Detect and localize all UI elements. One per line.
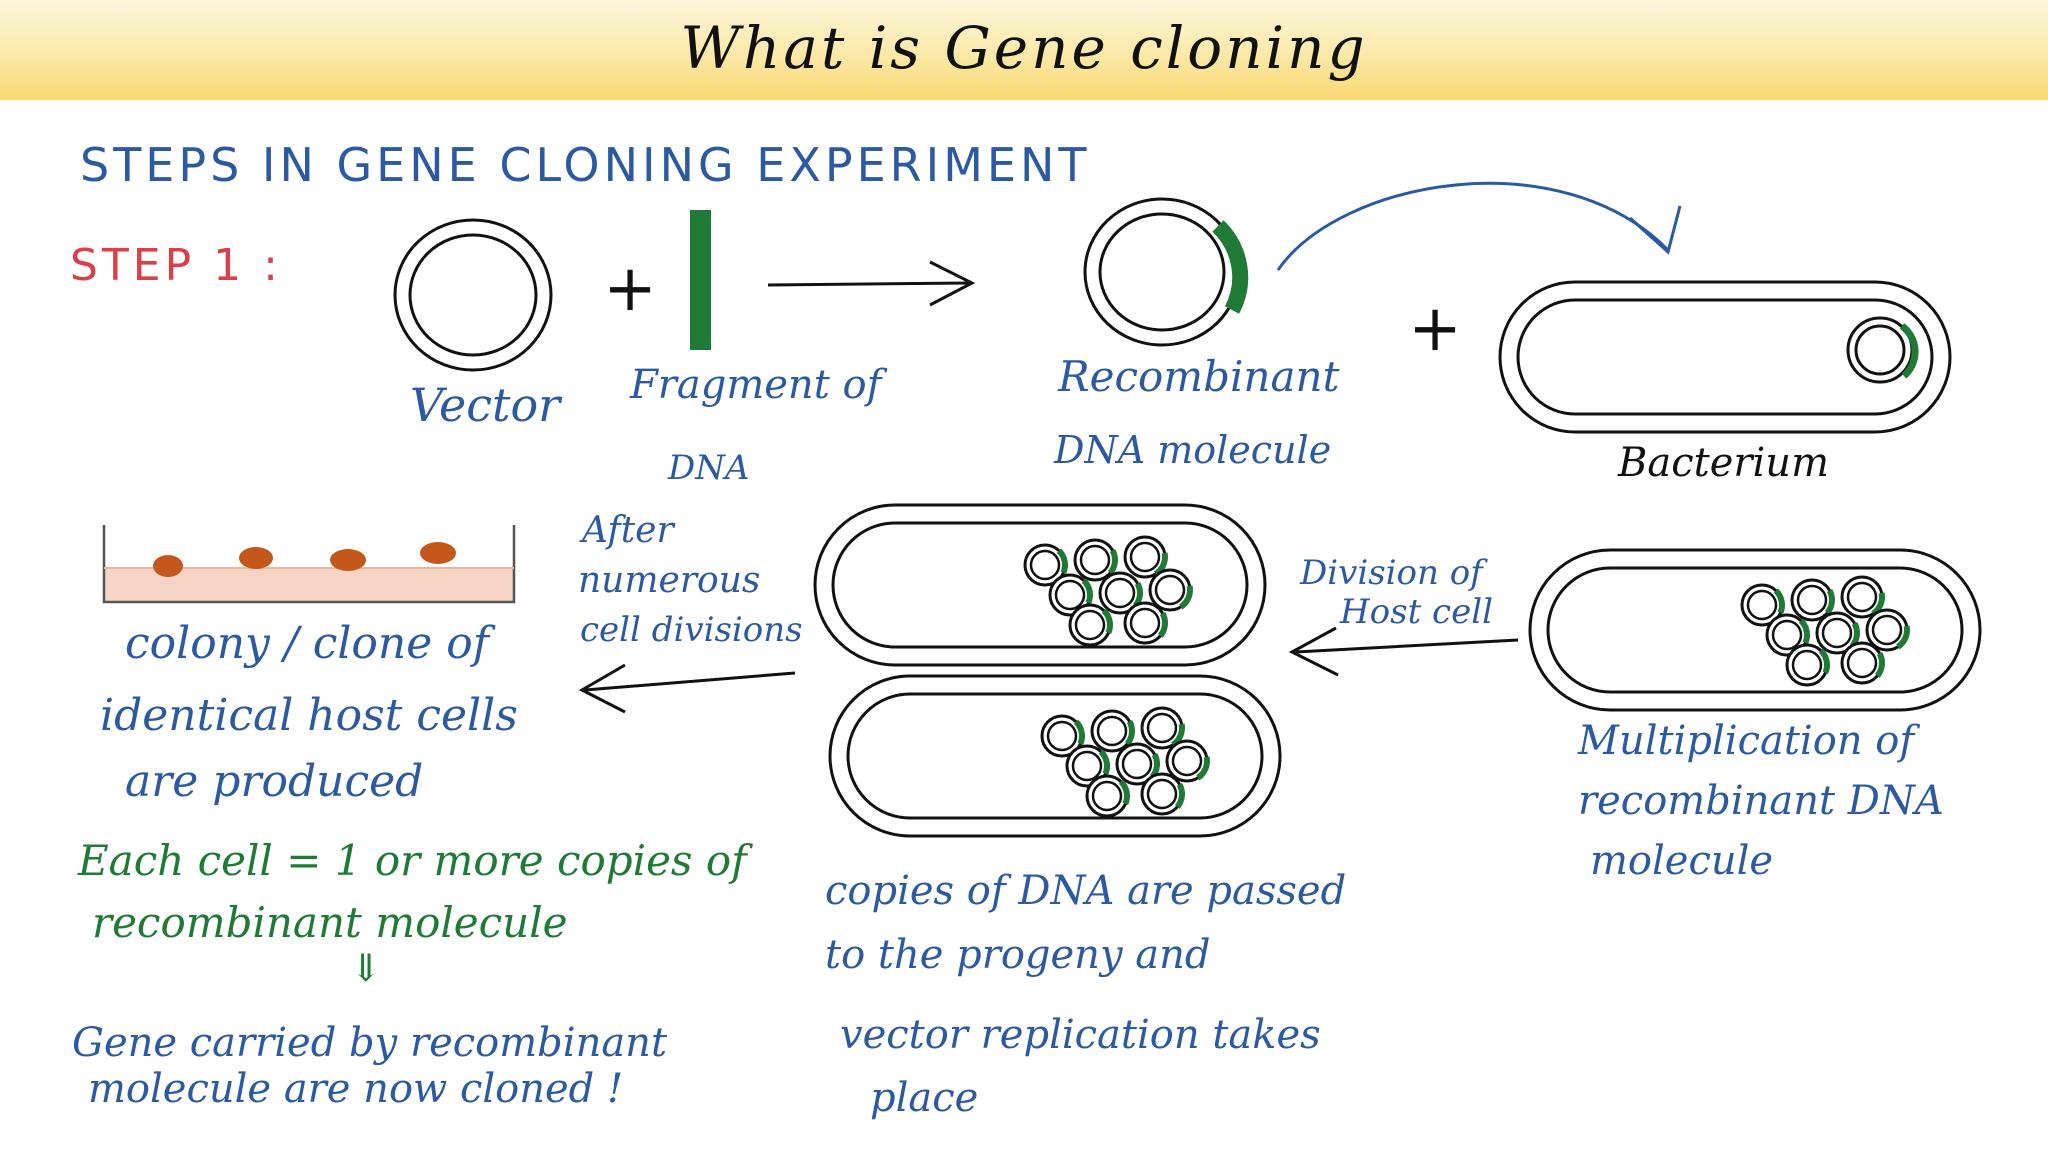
recombinant-label-line2: DNA molecule <box>1054 428 1332 472</box>
plasmid-ring-inner <box>1129 541 1161 573</box>
dna-insert <box>1818 648 1830 674</box>
each-cell-text-line1: Each cell = 1 or more copies of <box>78 836 747 885</box>
plasmid-ring-inner <box>1054 579 1086 611</box>
after-divisions-line1: After <box>582 510 674 551</box>
section-heading: STEPS IN GENE CLONING EXPERIMENT <box>80 138 1091 192</box>
plasmid-ring-inner <box>1771 619 1803 651</box>
dna-insert <box>1824 588 1835 615</box>
plasmid-ring-inner <box>1846 581 1878 613</box>
plus-sign-2: + <box>1408 292 1462 366</box>
dna-insert <box>1157 611 1168 638</box>
gene-cloned-text-line2: molecule are now cloned ! <box>88 1066 624 1112</box>
dna-insert <box>1098 749 1110 775</box>
dna-insert <box>1178 585 1193 610</box>
arrow-to-dividing-cells <box>1288 626 1519 677</box>
plasmid-ring-inner <box>1129 607 1161 639</box>
plasmid-ring-inner <box>1091 780 1123 812</box>
dna-insert <box>1195 756 1210 781</box>
dna-insert <box>1124 719 1135 746</box>
fragment-label-line2: DNA <box>668 448 750 488</box>
plasmid-ring-inner <box>1096 715 1128 747</box>
arrow-to-colony <box>578 663 796 714</box>
dna-insert <box>1798 618 1810 644</box>
plasmid-ring-inner <box>1791 649 1823 681</box>
dna-insert <box>1081 578 1093 604</box>
down-arrow-icon: ⇓ <box>350 946 382 990</box>
after-divisions-line3: cell divisions <box>580 610 803 650</box>
plasmid-ring-inner <box>1071 750 1103 782</box>
colony-text-line3: are produced <box>125 756 424 807</box>
gene-cloned-text-line1: Gene carried by recombinant <box>72 1020 668 1066</box>
plasmid-cluster-top <box>1023 535 1193 647</box>
colony-text-line2: identical host cells <box>100 690 518 741</box>
copies-text-line1: copies of DNA are passed <box>825 868 1347 914</box>
division-label-line2: Host cell <box>1340 592 1493 632</box>
dividing-cell-top <box>813 503 1267 667</box>
plasmid-cluster-bottom <box>1040 706 1210 818</box>
plasmid-ring-inner <box>1104 577 1136 609</box>
copies-text-line4: place <box>870 1075 979 1121</box>
copies-text-line3: vector replication takes <box>840 1012 1321 1058</box>
after-divisions-line2: numerous <box>578 560 761 601</box>
plasmid-ring-inner <box>1046 720 1078 752</box>
plasmid-ring-inner <box>1796 584 1828 616</box>
multiplication-label-line2: recombinant DNA <box>1578 778 1944 824</box>
division-label-line1: Division of <box>1300 553 1483 593</box>
dna-insert <box>1107 548 1118 575</box>
each-cell-text-line2: recombinant molecule <box>92 898 568 947</box>
copies-text-line2: to the progeny and <box>825 932 1211 978</box>
plasmid-ring-inner <box>1074 609 1106 641</box>
dna-insert <box>1174 782 1185 809</box>
multiplication-label-line3: molecule <box>1590 838 1774 884</box>
plasmid-ring-inner <box>1821 617 1853 649</box>
plasmid-ring-inner <box>1154 574 1186 606</box>
plasmid-ring-inner <box>1846 647 1878 679</box>
plasmid-ring-inner <box>1171 745 1203 777</box>
dna-insert <box>1874 651 1885 678</box>
step-label: STEP 1 : <box>70 240 282 291</box>
plasmid-ring-inner <box>1746 589 1778 621</box>
dna-insert <box>1073 719 1085 745</box>
fragment-label-line1: Fragment of <box>630 362 882 408</box>
plasmid-ring-inner <box>1121 748 1153 780</box>
dividing-cell-bottom <box>828 674 1282 838</box>
plasmid-ring-inner <box>1029 549 1061 581</box>
dna-insert <box>1101 608 1113 634</box>
bacterium-cell <box>1498 280 1952 434</box>
plasmid-ring-inner <box>1079 544 1111 576</box>
plasmid-ring-inner <box>1871 614 1903 646</box>
bacterial-colonies <box>153 542 456 577</box>
dna-insert <box>1118 779 1130 805</box>
plus-sign-1: + <box>603 252 657 326</box>
colony-text-line1: colony / clone of <box>125 618 490 669</box>
bacterium-plasmid <box>1846 316 1919 384</box>
plasmid-ring-inner <box>1146 778 1178 810</box>
dna-insert <box>1773 588 1785 614</box>
dna-insert <box>1895 625 1910 650</box>
plasmid-cluster-right <box>1740 575 1910 687</box>
vector-label: Vector <box>410 378 561 432</box>
recombinant-label-line1: Recombinant <box>1058 352 1340 401</box>
plasmid-ring-inner <box>1146 712 1178 744</box>
dna-fragment <box>690 210 711 350</box>
recombinant-plasmid <box>1083 197 1249 347</box>
dna-insert <box>1056 548 1068 574</box>
title-banner <box>0 0 2048 100</box>
page-title: What is Gene cloning <box>680 14 1368 82</box>
curved-arrow-to-bacterium <box>1276 181 1682 271</box>
multiplication-cell <box>1528 548 1982 712</box>
vector-plasmid <box>393 218 553 372</box>
arrow-to-recombinant <box>767 260 976 307</box>
multiplication-label-line1: Multiplication of <box>1578 718 1915 764</box>
bacterium-label: Bacterium <box>1618 440 1829 486</box>
